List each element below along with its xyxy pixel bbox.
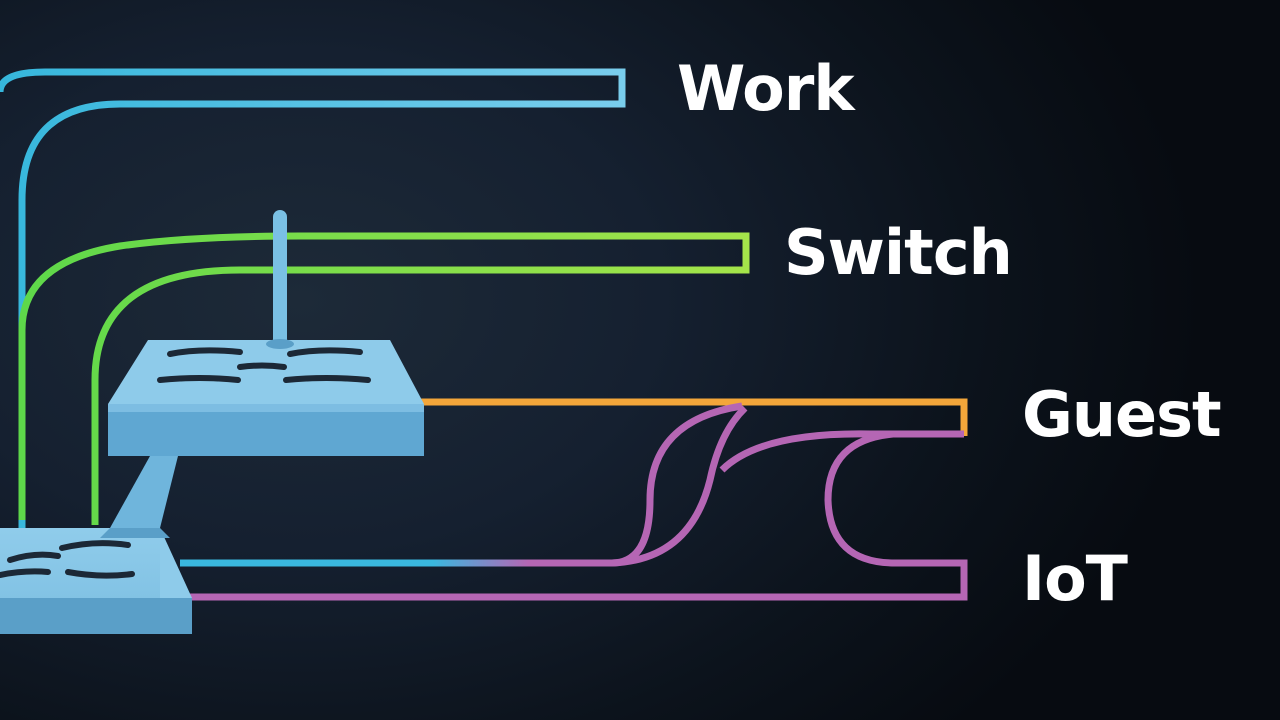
work-label: Work [677,52,855,125]
work-network-cable [0,68,626,538]
iot-network-cable [180,402,968,601]
switch-label: Switch [784,216,1013,289]
guest-network-cable [420,398,968,436]
lower-switch-device [0,528,192,634]
iot-label: IoT [1022,542,1128,615]
guest-label: Guest [1022,378,1222,451]
upper-switch-device [108,340,424,456]
device-connector [100,456,178,538]
switch-network-cable [18,232,750,525]
upper-switch-ports [157,347,371,383]
antenna [266,210,294,349]
lower-switch-ports [0,540,135,579]
